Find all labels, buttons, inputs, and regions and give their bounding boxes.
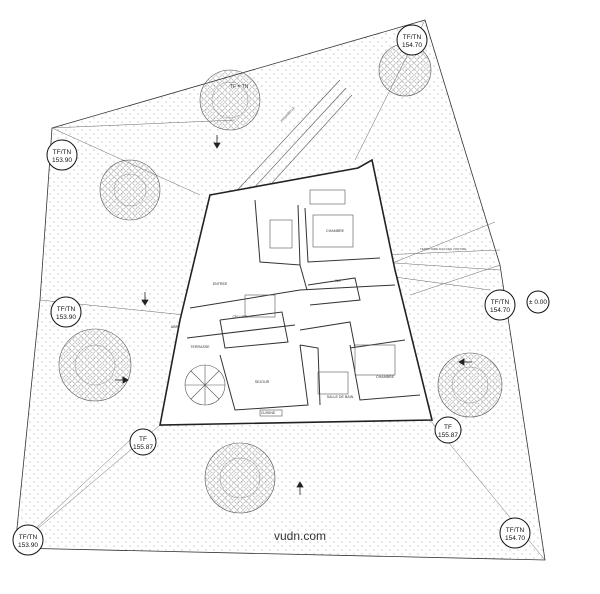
room-terrasse: TERRASSE [190, 345, 210, 349]
room-wc: WC [335, 279, 341, 283]
level-marker-line1: TF/TN [491, 299, 510, 306]
level-marker-circle [396, 24, 428, 56]
level-marker-circle [129, 428, 157, 456]
level-marker-circle [434, 416, 462, 444]
level-marker-line1: TF [444, 424, 452, 431]
room-cuisine: CUISINE [261, 411, 276, 415]
level-marker-circle [499, 517, 531, 549]
marker-datum: ± 0.00 [526, 290, 550, 314]
level-marker-line2: 154.70 [402, 42, 422, 49]
tree-level-label: TF = TN [230, 84, 249, 90]
furniture [184, 189, 396, 417]
level-marker-line1: TF/TN [57, 306, 76, 313]
level-marker-line2: 155.87 [438, 432, 458, 439]
tree-upper-left [99, 159, 161, 221]
level-marker-line2: 153.90 [56, 314, 76, 321]
level-marker-circle [526, 290, 550, 314]
level-marker-line1: TF/TN [19, 534, 38, 541]
level-marker-line2: 154.70 [505, 535, 525, 542]
parking-access [379, 221, 501, 291]
slope-arrows [115, 135, 472, 495]
room-chambre-2: CHAMBRE [376, 375, 395, 379]
level-marker-circle [12, 524, 44, 556]
level-marker-circle [46, 139, 78, 171]
watermark: vudn.com [274, 529, 326, 543]
parking-label: TERRITOIRE D'ACCES VOITURE [420, 247, 466, 251]
level-marker-line2: 154.70 [490, 307, 510, 314]
level-marker-circle [484, 289, 516, 321]
level-marker-line1: TF/TN [506, 527, 525, 534]
level-marker-line2: 153.90 [52, 157, 72, 164]
tree-mid-right [437, 352, 503, 418]
room-sejour: SEJOUR [255, 380, 270, 384]
level-marker-line1: ± 0.00 [529, 299, 547, 306]
room-salle-de-bain: SALLE DE BAIN [327, 395, 354, 399]
tree-bottom-center [204, 442, 276, 514]
room-cellier: CELLIER [233, 315, 248, 319]
interior-walls [186, 199, 421, 411]
level-marker-line1: TF [139, 436, 147, 443]
room-abri: ABRI [171, 325, 179, 329]
tree-top-center [199, 69, 261, 131]
tree-mid-left [58, 328, 132, 402]
house-outline [159, 158, 434, 426]
room-entree: ENTREE [213, 282, 228, 286]
level-marker-line1: TF/TN [403, 34, 422, 41]
level-marker-line2: 155.87 [133, 444, 153, 451]
level-marker-line2: 153.90 [18, 542, 38, 549]
level-marker-circle [50, 296, 82, 328]
level-marker-line1: TF/TN [53, 149, 72, 156]
room-chambre-1: CHAMBRE [326, 229, 345, 233]
